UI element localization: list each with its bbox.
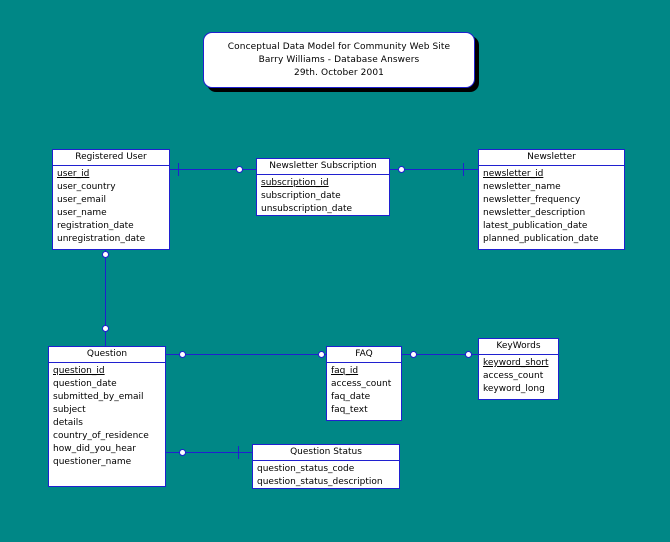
attribute-faq-id: faq_id [331,366,359,376]
attribute-subject: subject [53,405,86,415]
attribute-user-id: user_id [57,169,90,179]
attribute-faq-access-count: access_count [331,379,392,389]
attribute-newsletter-id: newsletter_id [483,169,544,179]
attribute-registration-date: registration_date [57,221,134,231]
cardinality-one-newsletter [463,163,464,176]
connector-user-question [105,250,106,346]
entity-question[interactable]: Question question_id question_date submi… [48,346,166,487]
cardinality-many-subscription [244,163,256,176]
entity-faq-attributes: faq_id access_count faq_date faq_text [327,363,401,417]
entity-newsletter-subscription-title: Newsletter Subscription [257,159,389,175]
entity-question-attributes: question_id question_date submitted_by_e… [49,363,165,469]
diagram-title-line-3: 29th. October 2001 [294,67,384,78]
relationship-node-user-question-top [102,251,109,258]
attribute-keywords-access-count: access_count [483,371,544,381]
cardinality-many-question-top [99,334,112,346]
attribute-questioner-name: questioner_name [53,457,132,467]
diagram-title-box: Conceptual Data Model for Community Web … [203,32,475,88]
entity-faq[interactable]: FAQ faq_id access_count faq_date faq_tex… [326,346,402,421]
entity-newsletter-subscription[interactable]: Newsletter Subscription subscription_id … [256,158,390,216]
attribute-country-of-residence: country_of_residence [53,431,149,441]
attribute-newsletter-name: newsletter_name [483,182,561,192]
entity-question-status-attributes: question_status_code question_status_des… [253,461,399,489]
attribute-question-status-code: question_status_code [257,464,355,474]
relationship-node-user-subscription [236,166,243,173]
entity-registered-user[interactable]: Registered User user_id user_country use… [52,149,170,250]
attribute-latest-publication-date: latest_publication_date [483,221,588,231]
relationship-node-user-question-bottom [102,325,109,332]
entity-question-status[interactable]: Question Status question_status_code que… [252,444,400,489]
connector-faq-keywords [402,354,478,355]
relationship-node-question-status [179,449,186,456]
diagram-title-line-1: Conceptual Data Model for Community Web … [227,41,451,52]
attribute-planned-publication-date: planned_publication_date [483,234,599,244]
attribute-keyword-short: keyword_short [483,358,549,368]
entity-registered-user-attributes: user_id user_country user_email user_nam… [53,166,169,246]
entity-registered-user-title: Registered User [53,150,169,166]
attribute-faq-date: faq_date [331,392,371,402]
cardinality-one-user-subscription [178,163,179,176]
attribute-unsubscription-date: unsubscription_date [261,204,353,214]
attribute-question-status-description: question_status_description [257,477,383,487]
attribute-how-did-you-hear: how_did_you_hear [53,444,136,454]
relationship-node-subscription-newsletter [398,166,405,173]
entity-newsletter-attributes: newsletter_id newsletter_name newsletter… [479,166,624,246]
attribute-user-country: user_country [57,182,116,192]
entity-keywords-title: KeyWords [479,339,558,355]
relationship-node-faq-keywords-right [465,351,472,358]
attribute-user-email: user_email [57,195,106,205]
entity-question-status-title: Question Status [253,445,399,461]
entity-faq-title: FAQ [327,347,401,363]
attribute-unregistration-date: unregistration_date [57,234,146,244]
attribute-newsletter-frequency: newsletter_frequency [483,195,581,205]
relationship-node-question-faq-right [318,351,325,358]
diagram-title-line-2: Barry Williams - Database Answers [258,54,420,65]
entity-newsletter-title: Newsletter [479,150,624,166]
attribute-newsletter-description: newsletter_description [483,208,586,218]
connector-user-subscription [170,169,256,170]
attribute-submitted-by-email: submitted_by_email [53,392,144,402]
entity-keywords-attributes: keyword_short access_count keyword_long [479,355,558,396]
attribute-faq-text: faq_text [331,405,368,415]
entity-keywords[interactable]: KeyWords keyword_short access_count keyw… [478,338,559,400]
attribute-subscription-id: subscription_id [261,178,329,188]
attribute-question-id: question_id [53,366,105,376]
cardinality-one-question-status [238,446,239,459]
entity-question-title: Question [49,347,165,363]
attribute-keyword-long: keyword_long [483,384,545,394]
attribute-user-name: user_name [57,208,107,218]
connector-subscription-newsletter [390,169,478,170]
connector-question-status [166,452,252,453]
attribute-question-date: question_date [53,379,117,389]
relationship-node-faq-keywords-left [410,351,417,358]
entity-newsletter-subscription-attributes: subscription_id subscription_date unsubs… [257,175,389,216]
relationship-node-question-faq-left [179,351,186,358]
attribute-subscription-date: subscription_date [261,191,341,201]
attribute-details: details [53,418,83,428]
entity-newsletter[interactable]: Newsletter newsletter_id newsletter_name… [478,149,625,250]
connector-question-faq [166,354,326,355]
